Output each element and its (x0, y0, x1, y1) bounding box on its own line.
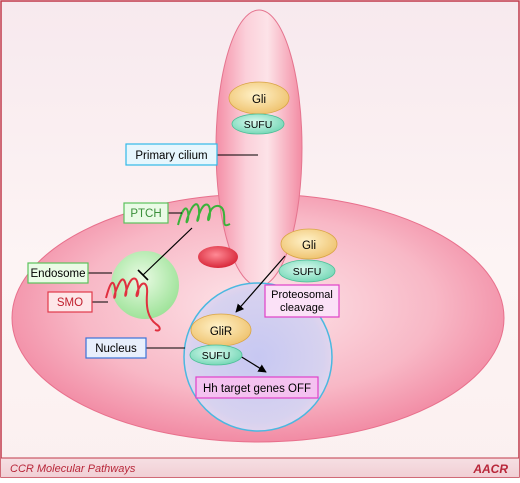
aacr-logo: AACR (472, 462, 508, 476)
inhibition-bar (137, 269, 149, 281)
sufu-nucleus-oval (189, 344, 243, 366)
endosome-label-box (27, 262, 89, 284)
target-genes-label-box (195, 376, 319, 399)
proteosomal-line2: cleavage (280, 302, 324, 314)
proteosomal-line1: Proteosomal (271, 289, 333, 301)
footer-bar (1, 458, 519, 477)
gli-cytoplasm-oval (280, 228, 338, 260)
ptch-inhibits-smo-line (142, 227, 193, 276)
sufu-cytoplasm-oval (278, 259, 336, 283)
sufu-cilium-label: SUFU (244, 119, 273, 131)
gli-cytoplasm-label: Gli (302, 240, 316, 252)
sufu-to-genes-arrow (239, 355, 267, 373)
nucleus-label: Nucleus (95, 343, 137, 355)
proteosomal-cleavage-label-box (264, 284, 340, 318)
endosome-label: Endosome (31, 268, 86, 280)
smo-receptor (105, 277, 161, 332)
sufu-cilium-oval (231, 113, 285, 135)
sufu-cytoplasm-label: SUFU (293, 266, 322, 278)
glir-label: GliR (210, 326, 232, 338)
nucleus-label-box (85, 337, 147, 359)
gli-cilium-label: Gli (252, 94, 266, 106)
ptch-label-box (123, 202, 169, 224)
primary-cilium-label: Primary cilium (135, 150, 207, 162)
ptch-receptor (177, 203, 231, 227)
smo-label: SMO (57, 297, 83, 309)
gli-to-glir-arrow (235, 255, 286, 313)
sufu-nucleus-label: SUFU (202, 350, 231, 362)
smo-label-box (47, 291, 93, 313)
target-genes-label: Hh target genes OFF (203, 383, 311, 395)
red-vesicle (198, 246, 238, 268)
footer-title: CCR Molecular Pathways (10, 463, 136, 475)
primary-cilium-label-box (125, 143, 218, 166)
ptch-label: PTCH (130, 208, 161, 220)
